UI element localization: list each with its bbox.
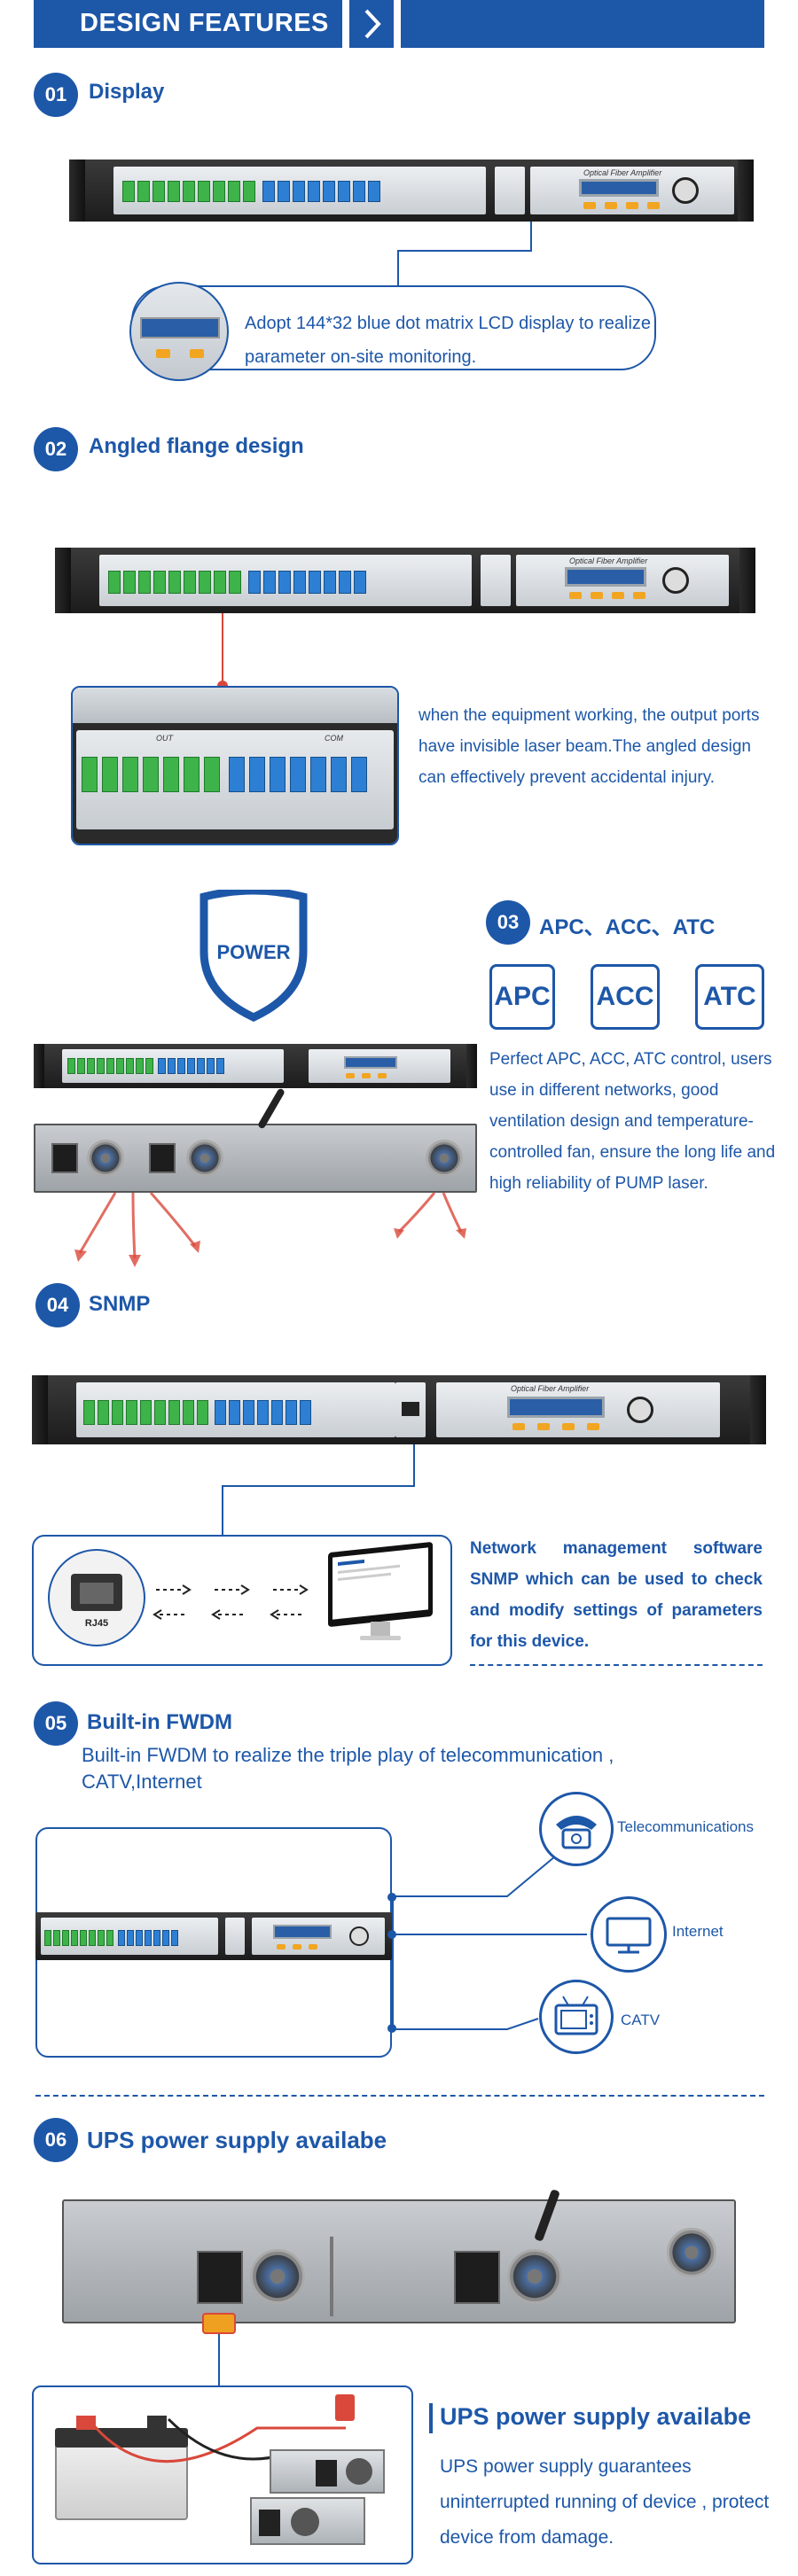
snmp-description: Network management software SNMP which c… [470, 1539, 763, 1651]
power-module-icon [250, 2497, 365, 2545]
amplifier-front-panel: Optical Fiber Amplifier [55, 548, 755, 613]
section-number-badge: 04 [35, 1283, 80, 1327]
port-group-com-label: COM [325, 734, 343, 743]
header-bar-right [401, 0, 764, 48]
section-number-badge: 05 [34, 1701, 78, 1746]
data-exchange-arrows-icon [153, 1584, 309, 1620]
computer-monitor-icon [591, 1896, 667, 1973]
panel-brand-label: Optical Fiber Amplifier [583, 168, 662, 177]
section-number-badge: 03 [486, 900, 530, 945]
ups-box-title: UPS power supply availabe [440, 2403, 752, 2430]
acc-box: ACC [591, 964, 660, 1030]
callout-line [218, 2334, 220, 2387]
amplifier-front-panel [34, 1044, 477, 1088]
callout-line [222, 1485, 415, 1487]
key-switch [672, 177, 699, 204]
power-label: POWER [216, 941, 291, 963]
flange-description: when the equipment working, the output p… [419, 706, 760, 787]
callout-line [222, 1485, 223, 1537]
monitor-icon [328, 1541, 433, 1643]
chevron-right-icon [364, 9, 381, 39]
callout-line [397, 250, 399, 285]
section-number-badge: 02 [34, 427, 78, 471]
ports-zoom-box: OUT COM [71, 686, 399, 845]
fan-icon [186, 1140, 223, 1177]
amplifier-front-panel: Optical Fiber Amplifier [32, 1375, 766, 1444]
key-switch [627, 1397, 653, 1423]
rj45-zoom-circle: RJ45 [48, 1549, 145, 1646]
section-number-badge: 06 [34, 2118, 78, 2162]
section-title: Display [89, 80, 165, 104]
key-switch [662, 567, 689, 594]
fan-icon [426, 1140, 463, 1177]
key-switch [349, 1926, 369, 1946]
lcd-display [507, 1397, 605, 1418]
callout-line [397, 250, 532, 252]
ups-dc-connector [202, 2313, 236, 2334]
section-title: Angled flange design [89, 434, 304, 458]
lcd-zoom-circle [129, 282, 229, 381]
fan-icon [250, 2249, 305, 2304]
fan-icon [87, 1140, 124, 1177]
header-chevron-box [349, 0, 394, 48]
callout-line [413, 1444, 415, 1485]
service-label-internet: Internet [672, 1923, 724, 1940]
tv-icon [539, 1980, 614, 2054]
amplifier-rear-view [62, 2199, 736, 2323]
callout-line [530, 222, 532, 250]
page-title: DESIGN FEATURES [80, 9, 329, 37]
fan-icon [667, 2228, 716, 2277]
lcd-display [273, 1925, 332, 1939]
fwdm-subtitle: Built-in FWDM to realize the triple play… [82, 1744, 614, 1793]
apc-description: Perfect APC, ACC, ATC control, users use… [489, 1050, 776, 1193]
battery-cable-icon [87, 2417, 346, 2463]
fwdm-link-lines [392, 1851, 587, 2030]
service-label-catv: CATV [621, 2012, 661, 2028]
power-module-icon [270, 2449, 385, 2494]
rj45-port [395, 1382, 426, 1437]
snmp-divider [470, 1664, 763, 1666]
fan-icon [507, 2249, 562, 2304]
port-group-out-label: OUT [156, 734, 173, 743]
fwdm-connector [392, 1896, 394, 2029]
section-title: APC、ACC、ATC [539, 915, 716, 939]
callout-line-red [222, 613, 223, 684]
telephone-icon [539, 1792, 614, 1866]
lcd-display [565, 567, 646, 587]
airflow-arrows-icon [74, 1192, 466, 1267]
shield-icon [200, 890, 308, 1022]
panel-brand-label: Optical Fiber Amplifier [511, 1384, 590, 1393]
display-description: Adopt 144*32 blue dot matrix LCD display… [245, 314, 652, 367]
panel-brand-label: Optical Fiber Amplifier [569, 556, 648, 565]
amplifier-rear-panel [34, 1124, 477, 1193]
section-number-badge: 01 [34, 73, 78, 117]
section-divider [35, 2095, 764, 2097]
ups-description: UPS power supply guarantees uninterrupte… [440, 2456, 770, 2548]
header-banner [34, 0, 342, 48]
atc-box: ATC [695, 964, 764, 1030]
section-title: SNMP [89, 1292, 151, 1316]
rj45-label: RJ45 [84, 1618, 109, 1629]
lcd-display [344, 1056, 397, 1069]
amplifier-front-panel: Optical Fiber Amplifier [69, 160, 754, 222]
lcd-display [579, 179, 659, 197]
apc-box: APC [489, 964, 555, 1030]
amplifier-front-panel [35, 1912, 392, 1960]
ups-title-accent [429, 2403, 433, 2433]
section-title: UPS power supply availabe [87, 2127, 387, 2153]
dc-plug-icon [335, 2394, 355, 2421]
section-title: Built-in FWDM [87, 1710, 232, 1734]
service-label-telecom: Telecommunications [617, 1818, 755, 1835]
